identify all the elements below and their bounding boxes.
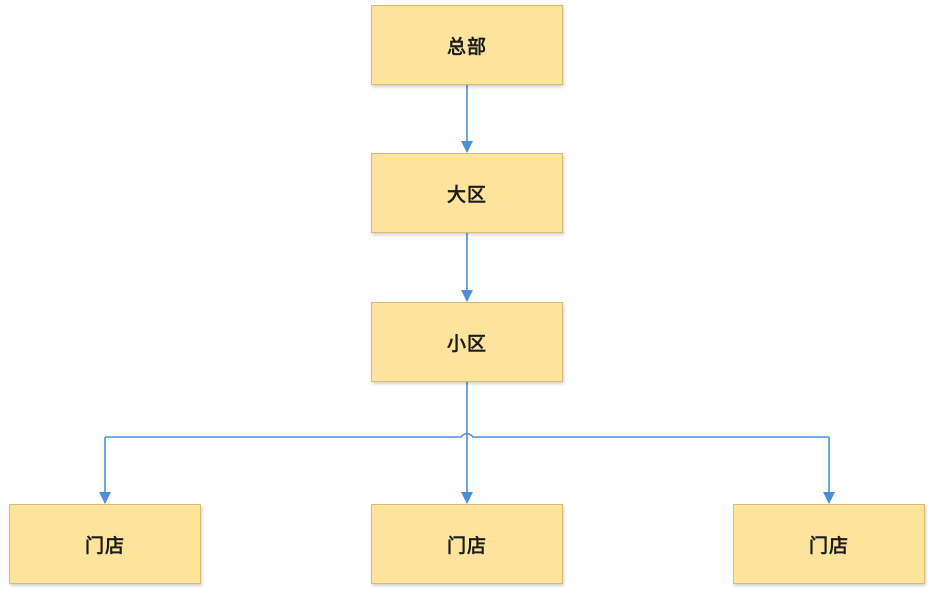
node-store-left: 门店 xyxy=(9,504,201,584)
connector-bus xyxy=(105,432,829,438)
node-store-center: 门店 xyxy=(371,504,563,584)
node-store-right: 门店 xyxy=(733,504,925,584)
node-headquarters: 总部 xyxy=(371,5,563,85)
node-area: 小区 xyxy=(371,302,563,382)
node-region: 大区 xyxy=(371,153,563,233)
